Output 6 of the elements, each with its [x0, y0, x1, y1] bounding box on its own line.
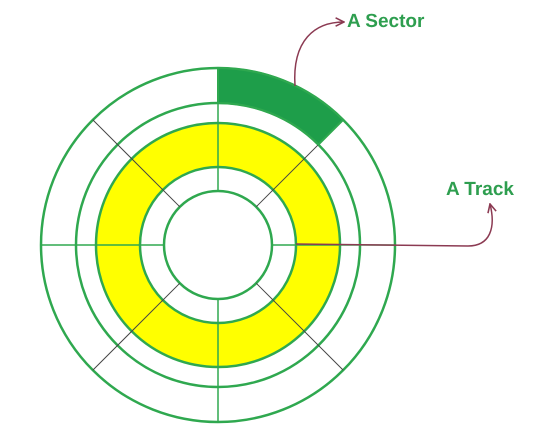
leader-line [294, 17, 345, 86]
track-label: A Track [446, 178, 514, 202]
sector-segment [217, 67, 344, 146]
track-ring [96, 123, 340, 367]
leader-line [296, 203, 497, 247]
sector-label: A Sector [347, 10, 424, 34]
